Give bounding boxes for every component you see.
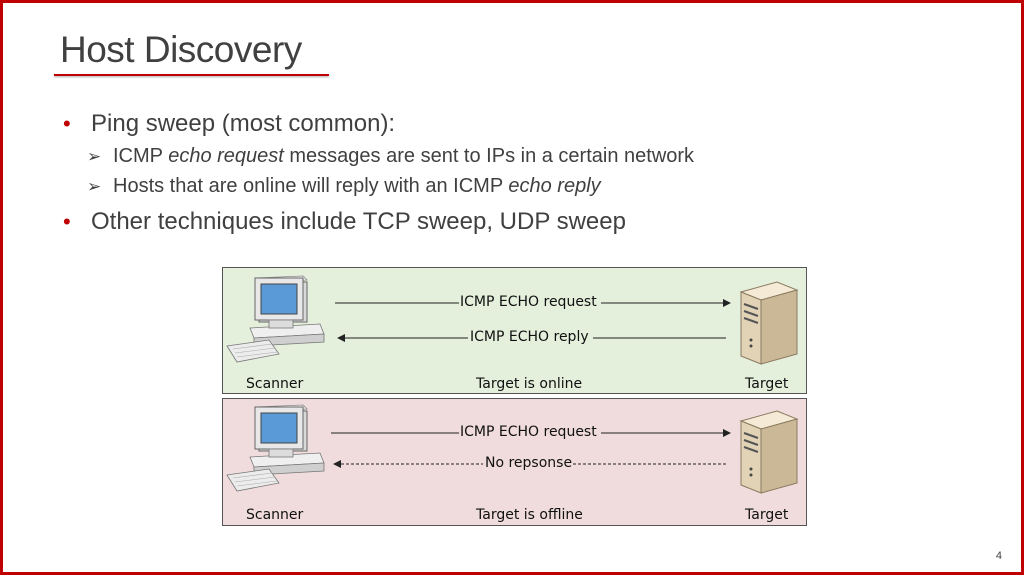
icmp-echo-reply-label: ICMP ECHO reply: [470, 329, 589, 345]
bullet-text: Other techniques include TCP sweep, UDP …: [91, 208, 626, 235]
icmp-echo-request-label: ICMP ECHO request: [460, 294, 597, 310]
title-underline: [54, 74, 329, 76]
target-status-label: Target is online: [476, 376, 583, 392]
scanner-label: Scanner: [246, 376, 304, 392]
bullet-ping-sweep: • Ping sweep (most common):: [63, 110, 395, 138]
icmp-echo-request-label: ICMP ECHO request: [460, 424, 597, 440]
no-response-label: No repsonse: [485, 455, 573, 471]
sub-bullet-echo-reply: ➢ Hosts that are online will reply with a…: [87, 175, 601, 198]
diagram-arrows-online: [335, 299, 731, 342]
sub-bullet-text-pre: Hosts that are online will reply with an…: [113, 175, 509, 197]
scanner-label: Scanner: [246, 507, 304, 523]
sub-bullet-text-pre: ICMP: [113, 145, 169, 167]
page-number: 4: [995, 550, 1002, 562]
sub-bullet-echo-request: ➢ ICMP echo request messages are sent to …: [87, 145, 694, 168]
arrowhead-bullet-icon: ➢: [87, 147, 102, 166]
target-label: Target: [745, 376, 789, 392]
target-status-label: Target is offline: [476, 507, 583, 523]
round-bullet-icon: •: [63, 209, 71, 234]
diagram-panel-offline: ICMP ECHO request No repsonse Scanner Ta…: [222, 398, 807, 526]
server-icon: [739, 281, 799, 365]
computer-icon: [226, 404, 325, 492]
diagram-panel-online: ICMP ECHO request ICMP ECHO reply Scanne…: [222, 267, 807, 394]
target-label: Target: [745, 507, 789, 523]
sub-bullet-text-em: echo request: [168, 145, 284, 167]
sub-bullet-text-em: echo reply: [508, 175, 601, 197]
computer-icon: [226, 275, 325, 363]
server-icon: [739, 410, 799, 494]
bullet-other-techniques: • Other techniques include TCP sweep, UDP…: [63, 208, 626, 236]
round-bullet-icon: •: [63, 111, 71, 136]
arrowhead-bullet-icon: ➢: [87, 177, 102, 196]
diagram-arrows-offline: [331, 429, 731, 468]
bullet-text: Ping sweep (most common):: [91, 110, 396, 137]
sub-bullet-text-post: messages are sent to IPs in a certain ne…: [283, 145, 695, 167]
slide-title: Host Discovery: [60, 29, 302, 70]
